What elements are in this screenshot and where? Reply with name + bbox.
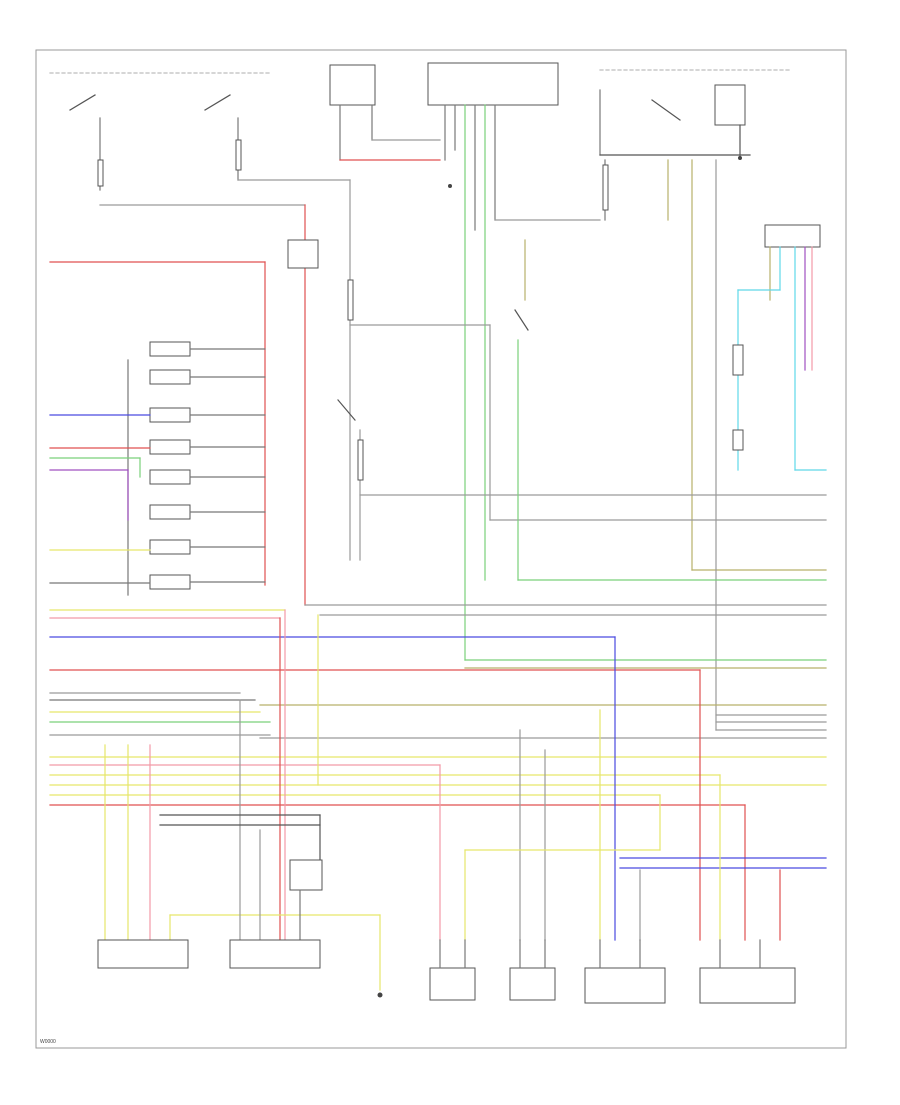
right-sensor-connector (732, 224, 827, 471)
fuse-2 (149, 369, 191, 385)
ground-point (377, 992, 383, 998)
sensor-3 (429, 967, 476, 1001)
connector-pin (235, 139, 242, 171)
resistor (732, 429, 744, 451)
fuse-7 (149, 539, 191, 555)
top-power-section (49, 62, 827, 731)
diagram-frame (35, 49, 847, 1049)
right-relay (599, 84, 827, 731)
bottom-components (97, 939, 796, 1004)
relay-component (714, 84, 746, 126)
relay-component (287, 239, 319, 269)
relay-box (329, 64, 441, 161)
junction-component (289, 859, 323, 891)
fuse-3 (149, 407, 191, 423)
sensor-connector-2 (229, 939, 321, 969)
ignition-switch-left (69, 94, 306, 206)
main-harness (49, 609, 827, 998)
fuse-8 (149, 574, 191, 590)
ground-point (448, 184, 452, 188)
speed-sensor-right (699, 967, 796, 1004)
fuse-1 (149, 341, 191, 357)
figure-id: W0000 (40, 1039, 56, 1045)
sensor-connector-1 (97, 939, 189, 969)
control-unit-connector (427, 62, 601, 661)
fuse-4 (149, 439, 191, 455)
center-switch-section (287, 204, 827, 606)
connector-pin (357, 439, 364, 481)
fuse-block (49, 261, 266, 596)
sensor-connector (764, 224, 821, 248)
sensor-4 (509, 967, 556, 1001)
relay-component (329, 64, 376, 106)
connector-pin (602, 164, 609, 211)
connector-pin (347, 279, 354, 321)
ignition-switch-right (204, 94, 351, 561)
resistor (732, 344, 744, 376)
speed-sensor-left (584, 967, 666, 1004)
fuse-6 (149, 504, 191, 520)
connector-pin (97, 159, 104, 187)
ground-point (738, 156, 742, 160)
control-unit (427, 62, 559, 106)
fuse-5 (149, 469, 191, 485)
